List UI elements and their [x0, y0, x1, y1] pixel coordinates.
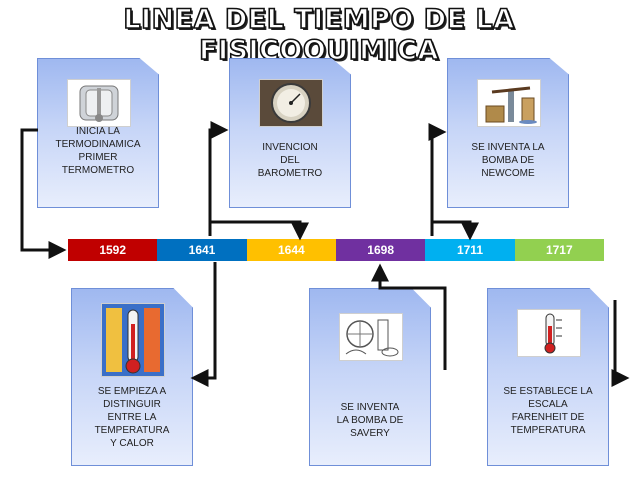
thermometer-colorful-icon — [101, 303, 165, 377]
savery-pump-icon — [339, 313, 403, 361]
event-caption: INVENCION DEL BAROMETRO — [257, 142, 323, 179]
newcomen-engine-icon — [477, 79, 541, 127]
event-card-1592: INICIA LA TERMODINAMICA PRIMER TERMOMETR… — [37, 58, 159, 208]
arrow-1698 — [371, 263, 447, 370]
event-caption: SE EMPIEZA A DISTINGUIR ENTRE LA TEMPERA… — [94, 386, 170, 449]
barometer-icon — [259, 79, 323, 127]
thermoscope-icon — [67, 79, 131, 127]
event-card-1644: INVENCION DEL BAROMETRO — [229, 58, 351, 208]
arrow-1717 — [611, 300, 630, 387]
event-caption: INICIA LA TERMODINAMICA PRIMER TERMOMETR… — [55, 126, 141, 176]
timeline-year-1711: 1711 — [425, 239, 515, 261]
timeline-year-1717: 1717 — [514, 239, 604, 261]
arrow-1644-link — [210, 220, 309, 241]
event-caption: SE INVENTA LA BOMBA DE NEWCOME — [471, 142, 545, 179]
event-caption: SE ESTABLECE LA ESCALA FARENHEIT DE TEMP… — [503, 386, 593, 436]
arrow-1641 — [190, 262, 217, 387]
timeline-year-1644: 1644 — [246, 239, 336, 261]
arrow-1711-link — [432, 220, 479, 241]
arrow-1711 — [428, 123, 447, 236]
arrow-1644 — [208, 121, 229, 236]
event-card-1711: SE INVENTA LA BOMBA DE NEWCOME — [447, 58, 569, 208]
event-card-1698: SE INVENTA LA BOMBA DE SAVERY — [309, 288, 431, 466]
event-card-1717: SE ESTABLECE LA ESCALA FARENHEIT DE TEMP… — [487, 288, 609, 466]
thermometer-icon — [517, 309, 581, 357]
page-title: LINEA DEL TIEMPO DE LA FISICOQUIMICA — [123, 3, 515, 67]
timeline-year-1698: 1698 — [335, 239, 426, 261]
timeline-year-1592: 1592 — [68, 239, 158, 261]
timeline-year-1641: 1641 — [157, 239, 247, 261]
event-caption: SE INVENTA LA BOMBA DE SAVERY — [336, 402, 404, 439]
arrow-1592 — [20, 128, 67, 259]
